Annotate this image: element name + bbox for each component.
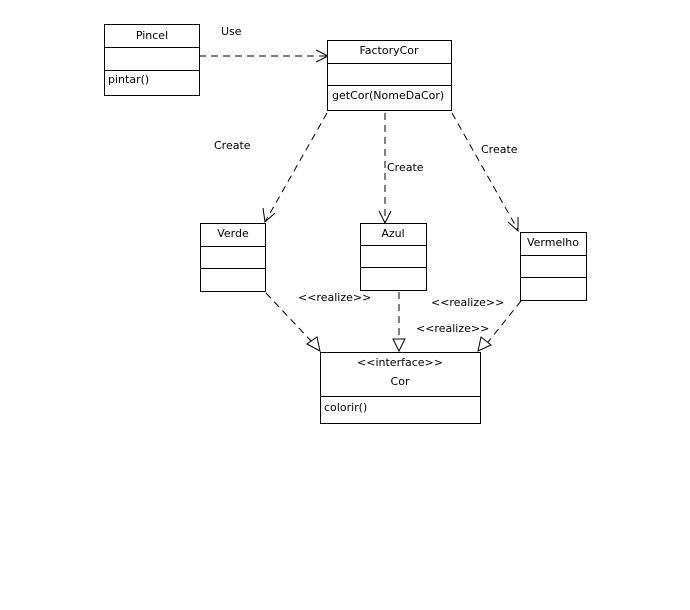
create-verde-dependency bbox=[262, 112, 328, 223]
class-pincel-method: pintar() bbox=[108, 73, 149, 86]
class-vermelho-name: Vermelho bbox=[527, 236, 579, 249]
create-vermelho-dependency bbox=[451, 112, 519, 233]
class-factorycor-name: FactoryCor bbox=[359, 44, 419, 57]
class-factorycor[interactable]: FactoryCor getCor(NomeDaCor) bbox=[327, 40, 452, 111]
class-pincel[interactable]: Pincel pintar() bbox=[104, 24, 200, 96]
interface-cor[interactable]: <<interface>> Cor colorir() bbox=[320, 352, 481, 424]
interface-cor-stereotype: <<interface>> bbox=[357, 356, 443, 369]
class-pincel-name: Pincel bbox=[136, 29, 168, 42]
create-label-right: Create bbox=[481, 143, 518, 156]
realize-label-right-top: <<realize>> bbox=[431, 296, 504, 309]
realize-azul-cor bbox=[392, 292, 406, 353]
class-factorycor-method: getCor(NomeDaCor) bbox=[332, 89, 444, 102]
use-dependency bbox=[199, 49, 330, 63]
realize-label-right-bottom: <<realize>> bbox=[416, 322, 489, 335]
interface-cor-name: Cor bbox=[391, 375, 410, 388]
use-label: Use bbox=[221, 25, 242, 38]
class-azul-name: Azul bbox=[381, 227, 404, 240]
realize-vermelho-cor bbox=[477, 300, 522, 352]
realize-verde-cor bbox=[265, 292, 321, 352]
interface-cor-method: colorir() bbox=[324, 401, 367, 414]
class-verde-name: Verde bbox=[217, 227, 249, 240]
realize-label-left: <<realize>> bbox=[298, 291, 371, 304]
class-azul[interactable]: Azul bbox=[360, 223, 427, 291]
class-vermelho[interactable]: Vermelho bbox=[520, 232, 587, 301]
class-verde[interactable]: Verde bbox=[200, 223, 266, 292]
create-label-left: Create bbox=[214, 139, 251, 152]
create-label-middle: Create bbox=[387, 161, 424, 174]
